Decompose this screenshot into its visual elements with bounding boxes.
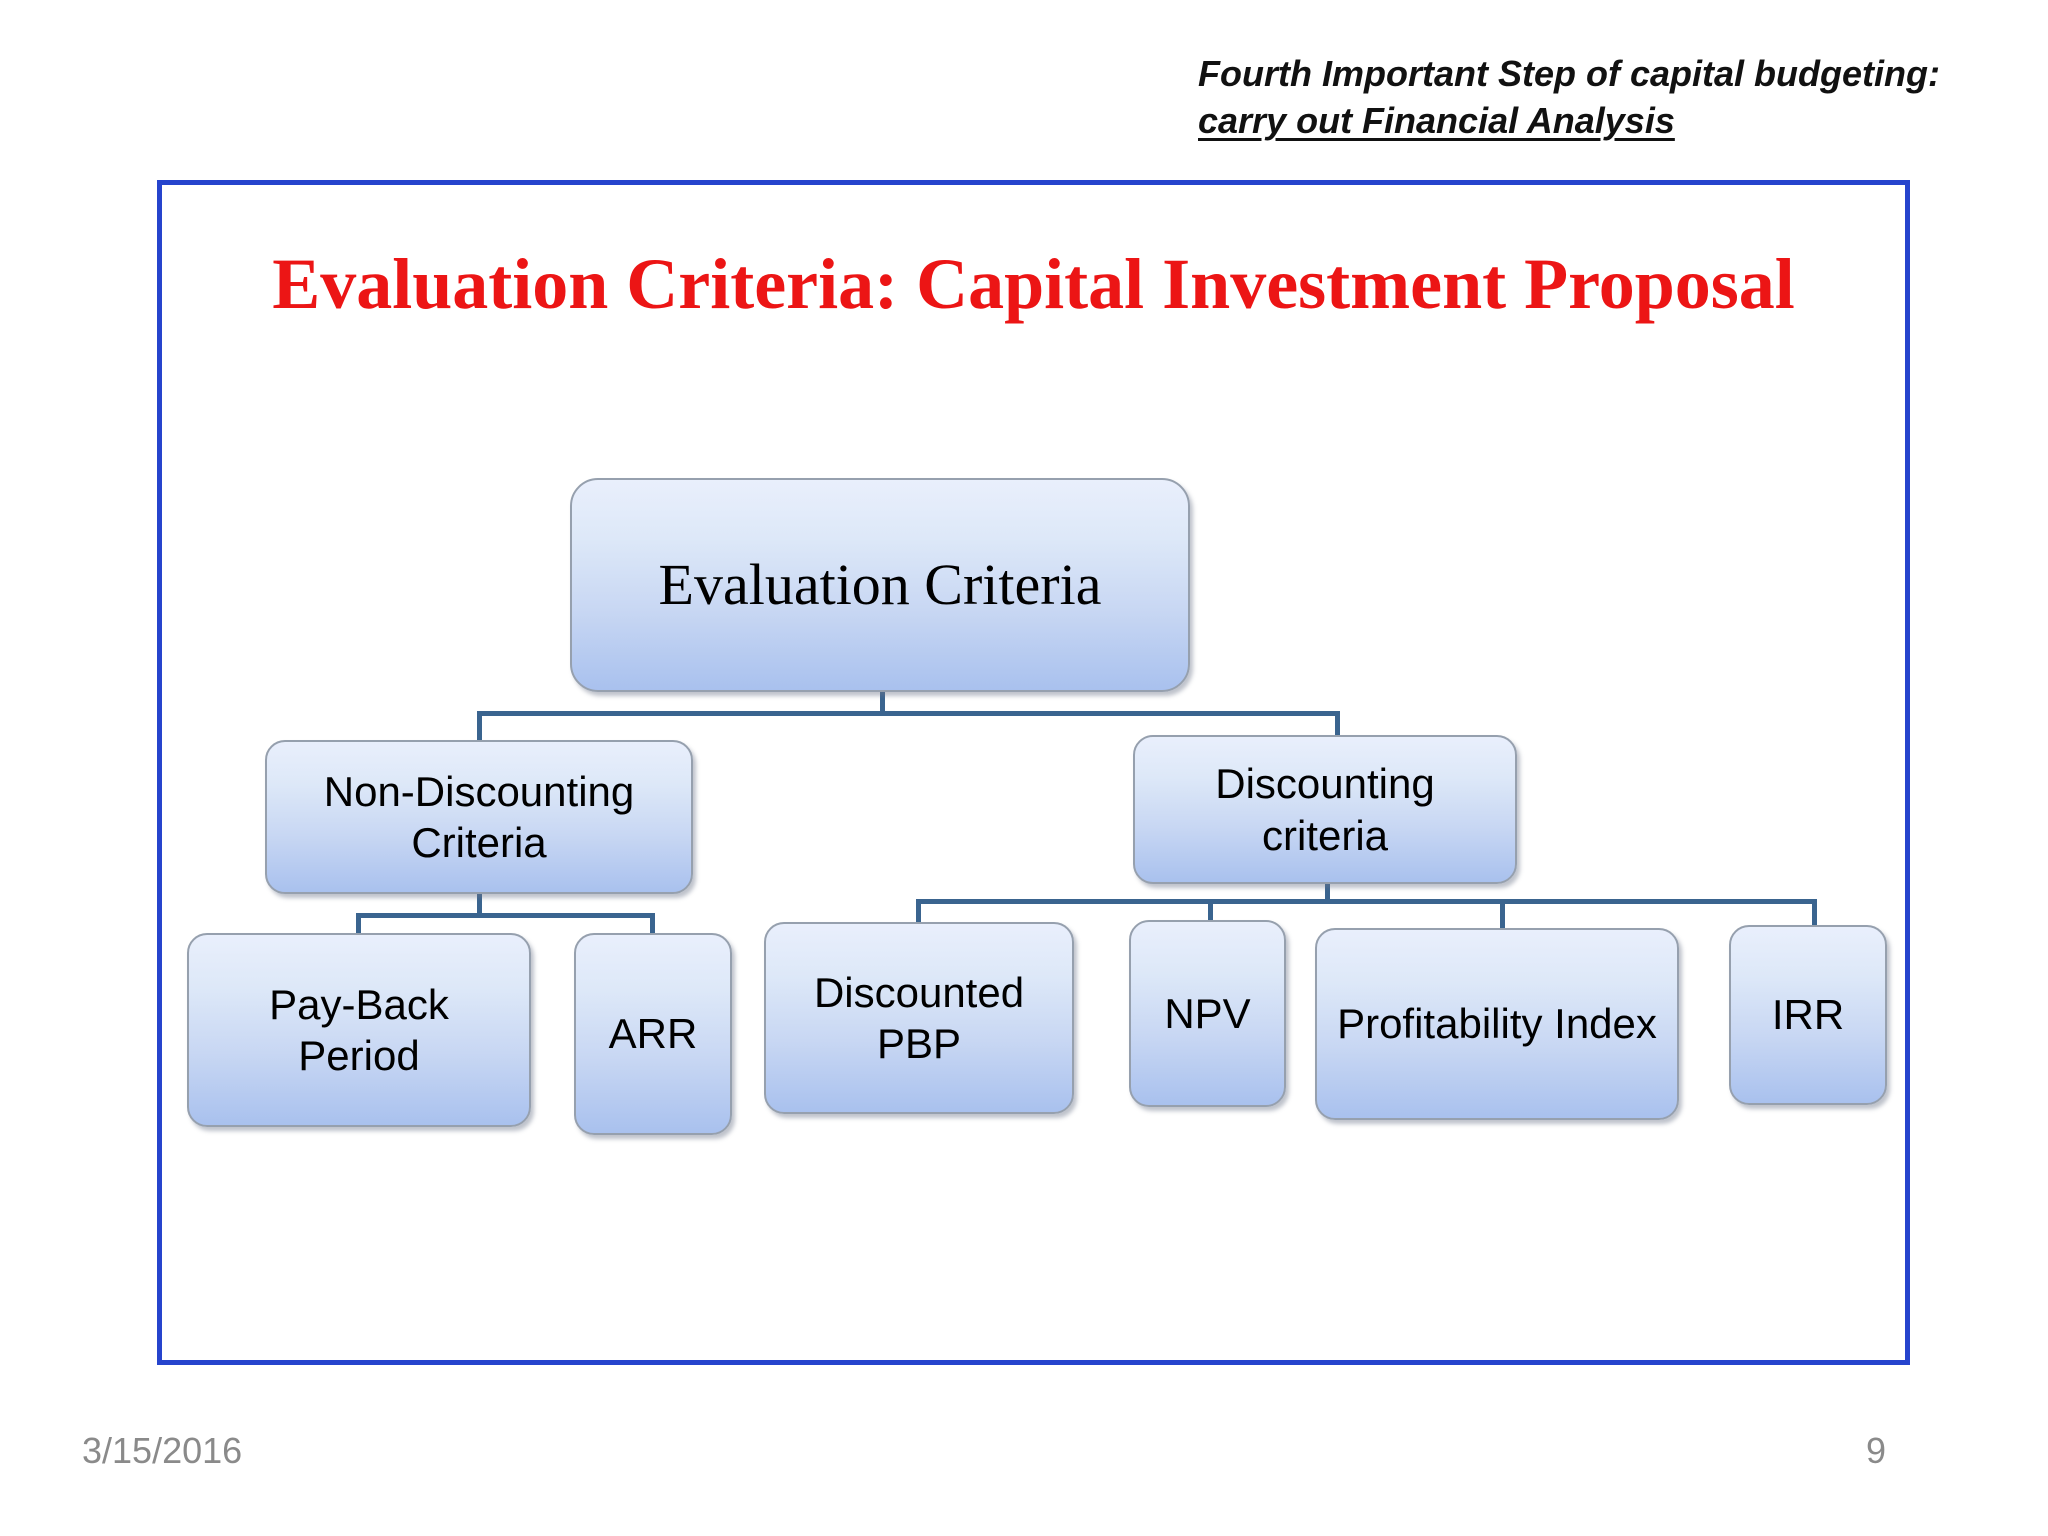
node-npv: NPV	[1129, 920, 1286, 1107]
slide-date: 3/15/2016	[82, 1430, 243, 1471]
connector-non-discounting-stub	[477, 894, 482, 918]
connector-to-arr	[650, 913, 655, 935]
slide-title: Evaluation Criteria: Capital Investment …	[272, 244, 1795, 324]
connector-to-npv	[1208, 899, 1213, 922]
node-pay-back-period: Pay-Back Period	[187, 933, 531, 1127]
connector-to-irr	[1812, 899, 1817, 927]
node-evaluation-criteria: Evaluation Criteria	[570, 478, 1190, 692]
page-number: 9	[1866, 1430, 1887, 1471]
connector-discounting-stub	[1325, 882, 1330, 904]
slide-subtitle: Fourth Important Step of capital budgeti…	[1198, 50, 2038, 144]
connector-left-horizontal	[356, 913, 655, 918]
connector-to-profitability-index	[1500, 899, 1505, 930]
connector-root-stub	[880, 692, 885, 716]
connector-to-discounted-pbp	[916, 899, 921, 924]
node-profitability-index: Profitability Index	[1315, 928, 1679, 1120]
node-arr: ARR	[574, 933, 732, 1135]
connector-to-non-discounting	[477, 711, 482, 742]
subtitle-line2: carry out Financial Analysis	[1198, 100, 1675, 141]
node-non-discounting-criteria: Non-Discounting Criteria	[265, 740, 693, 894]
node-irr: IRR	[1729, 925, 1887, 1105]
node-discounting-criteria: Discounting criteria	[1133, 735, 1517, 884]
content-frame	[157, 180, 1910, 1365]
connector-level1-horizontal	[477, 711, 1340, 716]
connector-to-payback	[356, 913, 361, 937]
connector-to-discounting	[1335, 711, 1340, 737]
node-discounted-pbp: Discounted PBP	[764, 922, 1074, 1114]
subtitle-line1: Fourth Important Step of capital budgeti…	[1198, 53, 1940, 94]
connector-right-horizontal	[916, 899, 1817, 904]
